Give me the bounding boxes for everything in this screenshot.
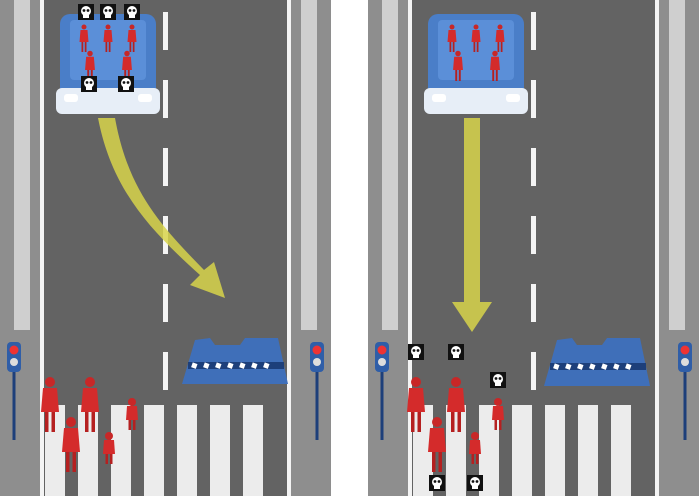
scenario-left-illustration [0, 0, 331, 496]
crosswalk [45, 405, 263, 496]
skull-icon [429, 475, 445, 491]
swerve-arrow [98, 118, 225, 298]
scenario-right[interactable] [368, 0, 699, 496]
skull-icon [448, 344, 464, 360]
right-curb-barricade [301, 0, 317, 330]
left-curb-barricade [382, 0, 398, 330]
skull-icon [490, 372, 506, 388]
barrier-icon [182, 338, 288, 384]
skull-icon [81, 76, 97, 92]
lane-divider [531, 12, 536, 390]
scenario-left[interactable] [0, 0, 331, 496]
skull-icon [408, 344, 424, 360]
skull-icon [467, 475, 483, 491]
left-curb-barricade [14, 0, 30, 330]
right-curb-barricade [669, 0, 685, 330]
skull-icon [124, 4, 140, 20]
skull-icon [78, 4, 94, 20]
skull-icon [118, 76, 134, 92]
skull-icon [100, 4, 116, 20]
barrier-icon [544, 338, 650, 386]
scenario-right-illustration [368, 0, 699, 496]
straight-arrow [452, 118, 492, 332]
